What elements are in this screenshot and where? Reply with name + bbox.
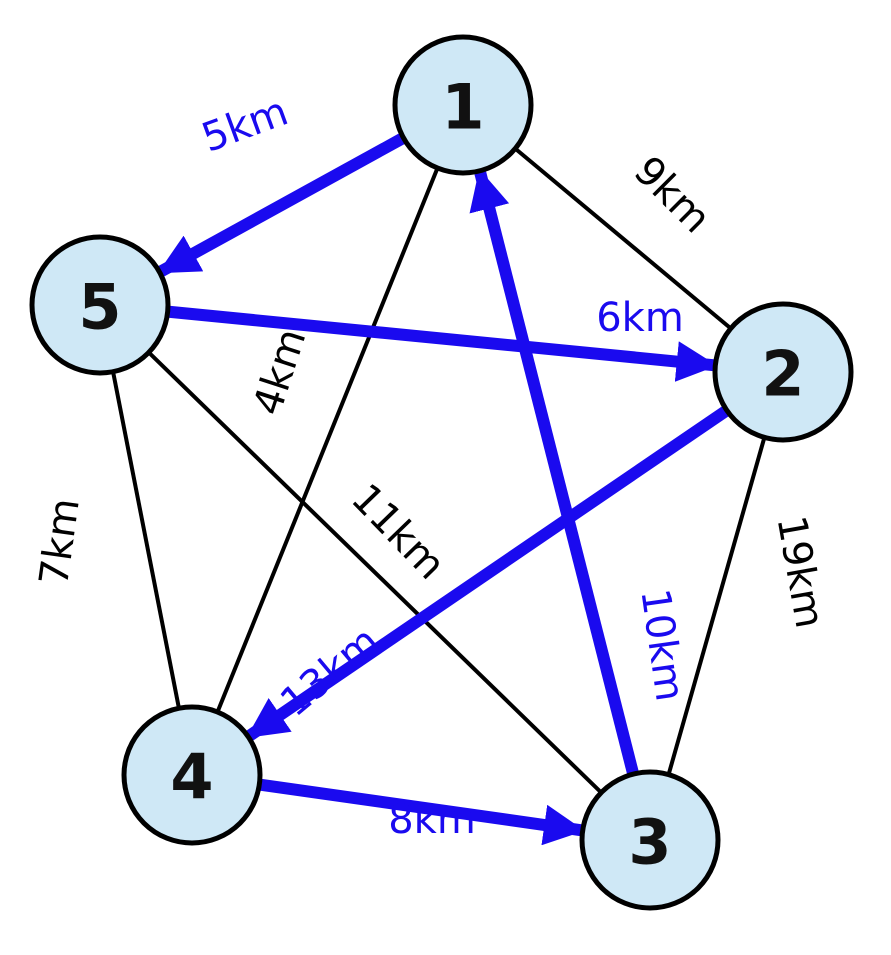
- node-label-1: 1: [441, 71, 484, 144]
- node-label-5: 5: [78, 271, 121, 344]
- edge-weight-5-4: 7km: [31, 495, 89, 588]
- node-circle-1: [392, 34, 534, 176]
- edge-weight-1-5: 5km: [196, 88, 294, 161]
- edge-4-3: [258, 778, 585, 846]
- edge-1-5: [157, 132, 407, 277]
- edge-2-4: [246, 405, 731, 741]
- node-circle-4: [121, 704, 263, 846]
- edge-3-1: [469, 168, 640, 776]
- node-label-2: 2: [761, 338, 804, 411]
- node-circle-2: [712, 301, 854, 443]
- edge-5-4: [98, 304, 194, 776]
- node-3: 3: [579, 769, 721, 911]
- edge-weight-5-3: 11km: [342, 475, 454, 588]
- edge-weight-5-2: 6km: [596, 295, 684, 341]
- edge-weight-3-1: 10km: [631, 586, 692, 704]
- node-4: 4: [121, 704, 263, 846]
- node-layer: 1 2 3 4 5: [29, 34, 854, 911]
- edge-lines: [98, 103, 785, 846]
- edge-weight-1-2: 9km: [625, 148, 719, 242]
- edge-weight-2-3: 19km: [768, 512, 833, 631]
- node-circle-3: [579, 769, 721, 911]
- edge-2-3: [648, 371, 785, 841]
- node-label-3: 3: [628, 806, 671, 879]
- edge-1-4: [190, 104, 465, 776]
- edge-5-2: [167, 305, 718, 382]
- node-5: 5: [29, 234, 171, 376]
- edge-weight-2-4: 13km: [272, 618, 388, 726]
- node-1: 1: [392, 34, 534, 176]
- edge-weight-4-3: 8km: [388, 797, 476, 843]
- edge-5-3: [98, 303, 652, 842]
- node-circle-5: [29, 234, 171, 376]
- node-label-4: 4: [170, 741, 213, 814]
- node-2: 2: [712, 301, 854, 443]
- edge-weight-1-4: 4km: [245, 323, 316, 421]
